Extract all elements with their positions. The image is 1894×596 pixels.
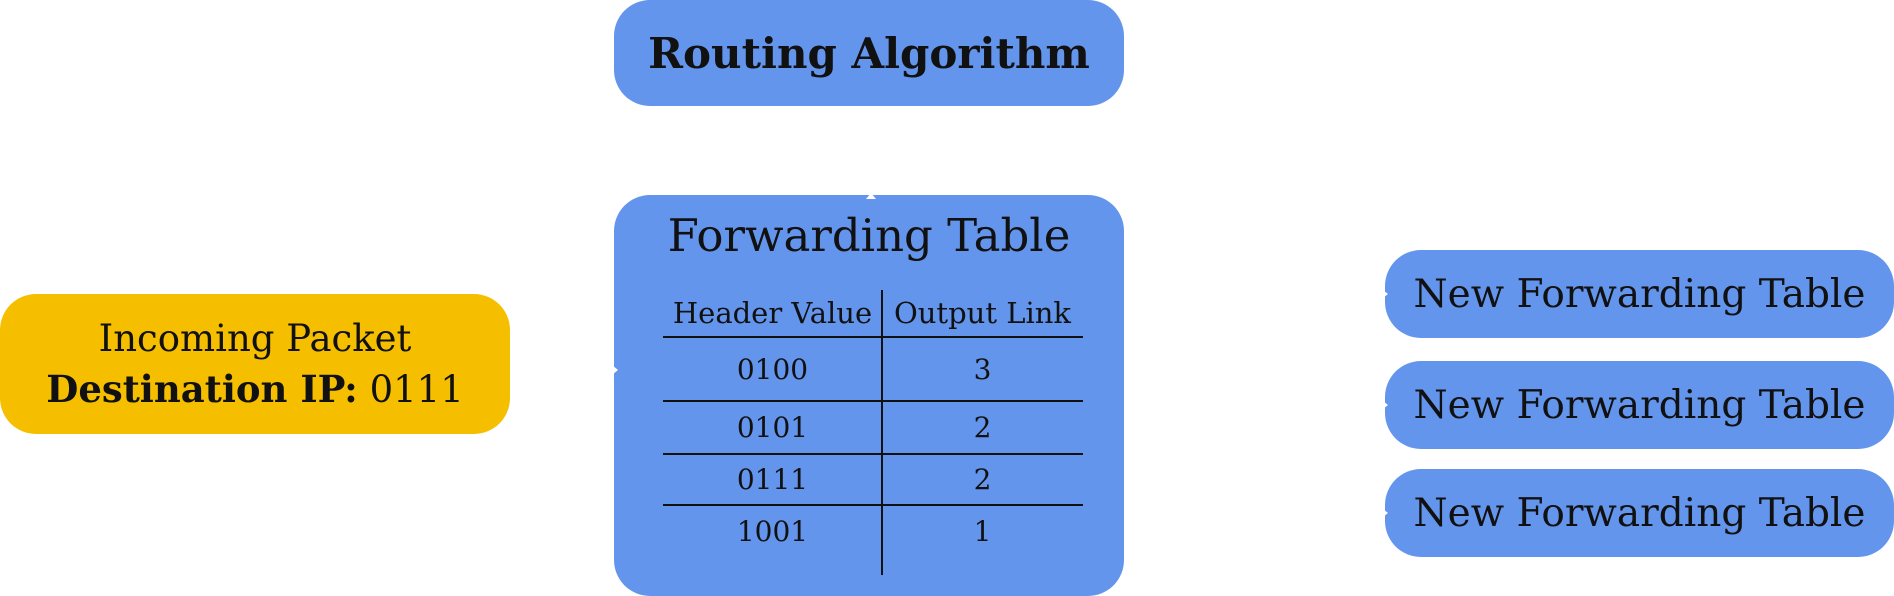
destination-ip-line: Destination IP: 0111: [46, 364, 464, 415]
table-row-1-output-link: 3: [973, 353, 992, 386]
new-forwarding-table-2: New Forwarding Table: [1385, 361, 1894, 449]
destination-ip-value: 0111: [369, 367, 464, 411]
new-forwarding-table-label: New Forwarding Table: [1413, 490, 1866, 536]
table-row-1-header-value: 0100: [736, 353, 809, 386]
routing-algorithm-label: Routing Algorithm: [648, 28, 1090, 78]
header-value-column-header: Header Value: [672, 296, 873, 330]
forwarding-table-title: Forwarding Table: [667, 209, 1071, 262]
table-row-4-header-value: 1001: [736, 515, 809, 548]
new-forwarding-table-1: New Forwarding Table: [1385, 250, 1894, 338]
forwarding-table-box: Forwarding Table Header Value Output Lin…: [614, 195, 1124, 596]
left-notch-3: [1383, 509, 1388, 517]
new-forwarding-table-label: New Forwarding Table: [1413, 382, 1866, 428]
routing-algorithm-box: Routing Algorithm: [614, 0, 1124, 106]
left-notch-2: [1383, 401, 1388, 409]
incoming-packet-title: Incoming Packet: [98, 316, 412, 360]
table-row-4-output-link: 1: [973, 515, 992, 548]
incoming-packet-box: Incoming Packet Destination IP: 0111: [0, 294, 510, 434]
top-notch: [866, 193, 876, 199]
table-row-3-header-value: 0111: [736, 463, 809, 496]
forwarding-table-grid: [663, 290, 1083, 575]
table-row-3-output-link: 2: [973, 463, 992, 496]
output-link-column-header: Output Link: [893, 296, 1071, 330]
table-row-2-header-value: 0101: [736, 411, 809, 444]
left-notch: [612, 365, 618, 375]
new-forwarding-table-3: New Forwarding Table: [1385, 469, 1894, 557]
new-forwarding-table-label: New Forwarding Table: [1413, 271, 1866, 317]
destination-ip-label: Destination IP:: [46, 366, 358, 411]
left-notch-1: [1383, 290, 1388, 298]
table-row-2-output-link: 2: [973, 411, 992, 444]
